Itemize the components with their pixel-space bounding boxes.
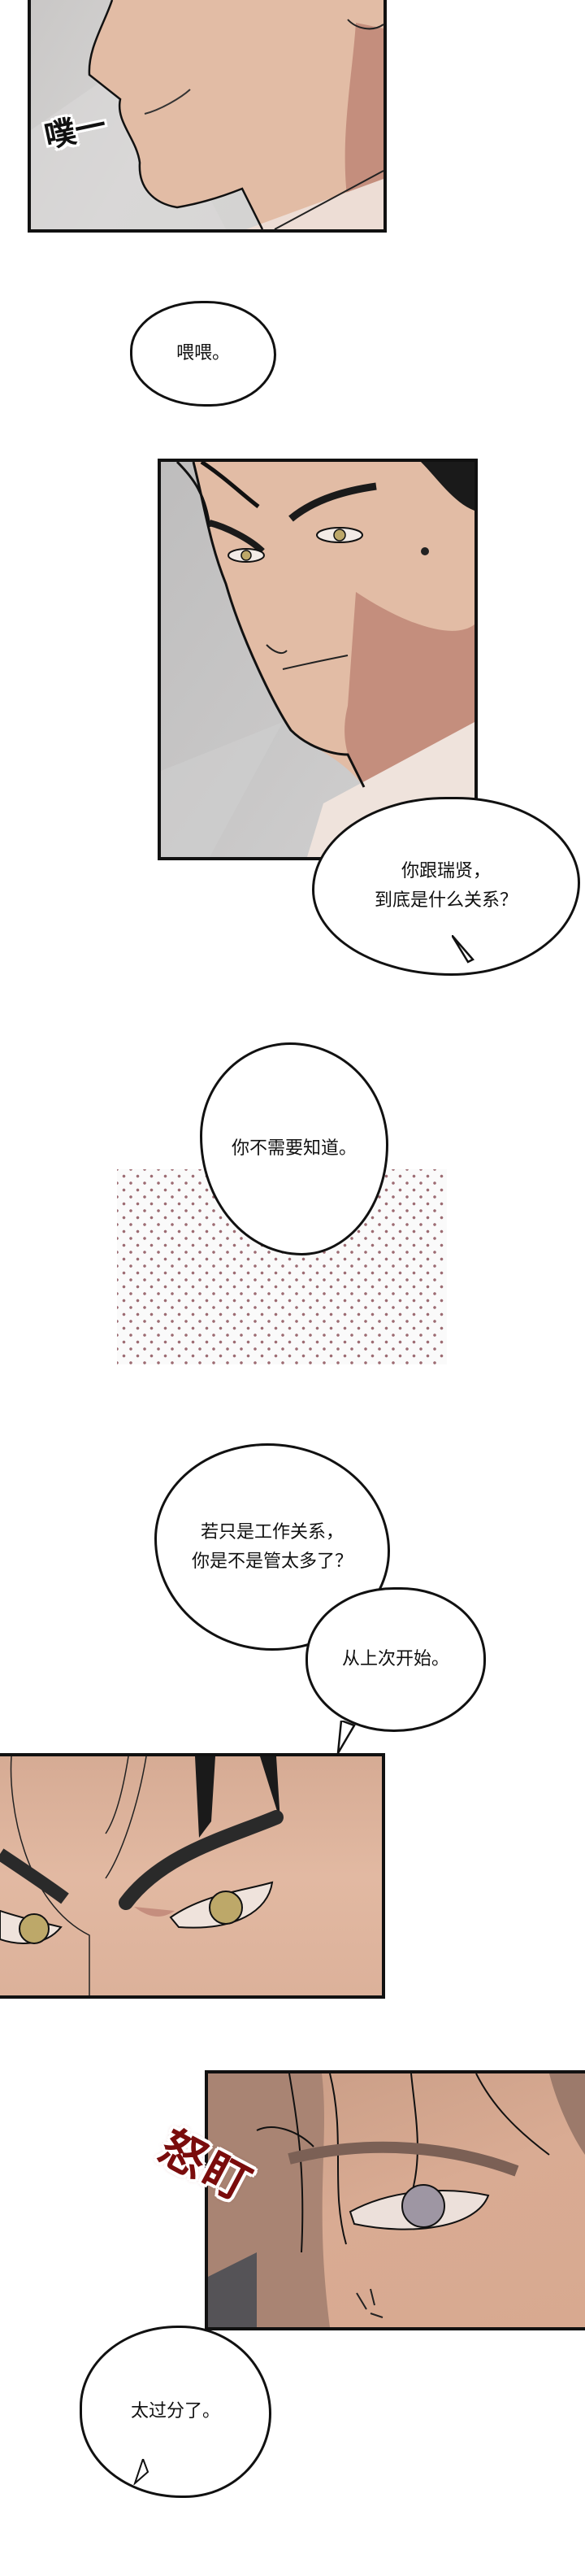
bubble-tail — [452, 935, 474, 964]
panel-smirk — [28, 0, 387, 233]
bubble-text: 从上次开始。 — [341, 1649, 449, 1669]
man-portrait-illustration — [161, 462, 474, 857]
panel-man-sideglance — [158, 459, 478, 860]
panel-glaring-man — [205, 2070, 585, 2330]
smirk-face-illustration — [31, 0, 384, 229]
bubble-tail — [336, 1721, 356, 1754]
speech-bubble-1: 喂喂。 — [130, 301, 276, 407]
bubble-text: 喂喂。 — [176, 343, 230, 363]
panel-eyes-closeup — [0, 1753, 385, 1999]
bubble-text: 太过分了。 — [130, 2401, 220, 2422]
speech-bubble-2: 你跟瑞贤， 到底是什么关系？ — [312, 797, 580, 976]
speech-bubble-6: 太过分了。 — [80, 2326, 271, 2498]
bubble-text: 你不需要知道。 — [231, 1138, 357, 1159]
bubble-text: 你跟瑞贤， 到底是什么关系？ — [374, 861, 518, 911]
speech-bubble-5: 从上次开始。 — [306, 1587, 486, 1732]
speech-bubble-3: 你不需要知道。 — [200, 1042, 388, 1255]
bubble-text: 若只是工作关系， 你是不是管太多了？ — [191, 1521, 353, 1572]
glaring-man-illustration — [208, 2073, 585, 2327]
eyes-illustration — [0, 1756, 284, 1995]
bubble-tail — [133, 2459, 150, 2485]
